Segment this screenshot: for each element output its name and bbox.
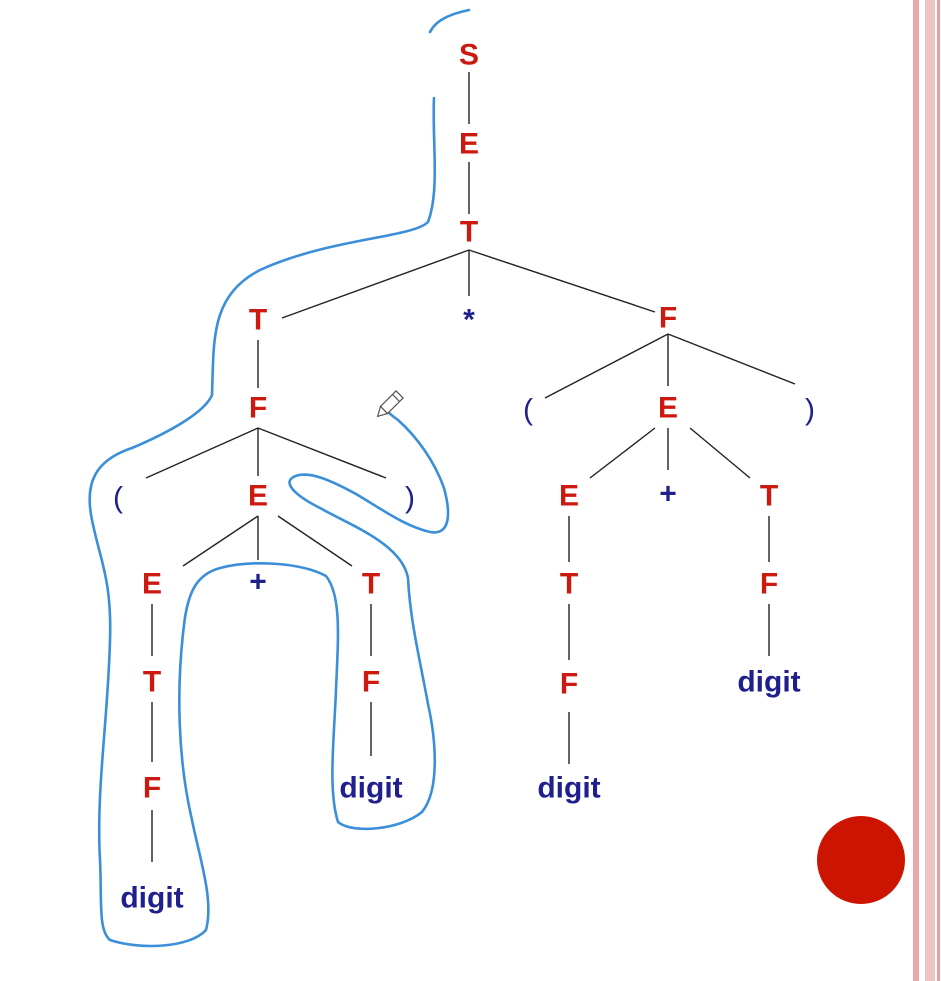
- node-f-right-right: F: [760, 568, 778, 601]
- node-rparen-left: ): [405, 482, 415, 515]
- node-f-left: F: [249, 392, 267, 425]
- edge-fleft-rp: [257, 427, 387, 479]
- node-t-left: T: [249, 304, 267, 337]
- edge-t-tleft: [281, 249, 470, 319]
- node-f-right: F: [659, 302, 677, 335]
- node-lparen-right: (: [523, 394, 533, 427]
- ink-stroke-main: [88, 96, 450, 948]
- edge-fright-rp: [667, 333, 796, 385]
- edge-fright-lp: [544, 333, 669, 399]
- tree-edges: [145, 72, 796, 862]
- node-e-right: E: [658, 392, 678, 425]
- node-digit-left-left: digit: [120, 882, 183, 915]
- node-e-left: E: [248, 480, 268, 513]
- node-lparen-left: (: [113, 482, 123, 515]
- node-plus-left: +: [249, 566, 267, 599]
- node-f-right-left: F: [560, 668, 578, 701]
- edge-t-fright: [468, 249, 656, 313]
- node-e-right-left: E: [559, 480, 579, 513]
- node-digit-right-left: digit: [537, 772, 600, 805]
- tree-nodes: S E T T * F F ( E ) ( E ) E + T E + T T …: [113, 39, 815, 915]
- node-s: S: [459, 39, 479, 72]
- node-digit-right-right: digit: [737, 666, 800, 699]
- border-stripe-inner: [925, 0, 935, 981]
- border-stripe-outer: [913, 0, 919, 981]
- edge-eleft-tlr: [277, 515, 353, 567]
- node-t-left-right: T: [362, 568, 380, 601]
- node-digit-left-right: digit: [339, 772, 402, 805]
- edge-eleft-ell: [182, 515, 259, 567]
- node-rparen-right: ): [805, 394, 815, 427]
- node-f-left-right: F: [362, 666, 380, 699]
- edge-eright-trr: [689, 427, 751, 479]
- node-t-root: T: [460, 216, 478, 249]
- node-star: *: [463, 304, 475, 337]
- ink-stroke-top: [428, 8, 471, 34]
- edge-fleft-lp: [145, 427, 259, 479]
- node-t-right-left: T: [560, 568, 578, 601]
- border-stripe-edge: [937, 0, 940, 981]
- node-f-left-left: F: [143, 772, 161, 805]
- ink-annotation: [88, 8, 471, 948]
- edge-eright-erl: [589, 427, 656, 479]
- node-plus-right: +: [659, 478, 677, 511]
- slide-border-right: [911, 0, 941, 981]
- node-e-root: E: [459, 128, 479, 161]
- record-dot-icon: [817, 816, 905, 904]
- node-t-right-right: T: [760, 480, 778, 513]
- node-t-left-left: T: [143, 666, 161, 699]
- pencil-icon: [376, 390, 404, 418]
- node-e-left-left: E: [142, 568, 162, 601]
